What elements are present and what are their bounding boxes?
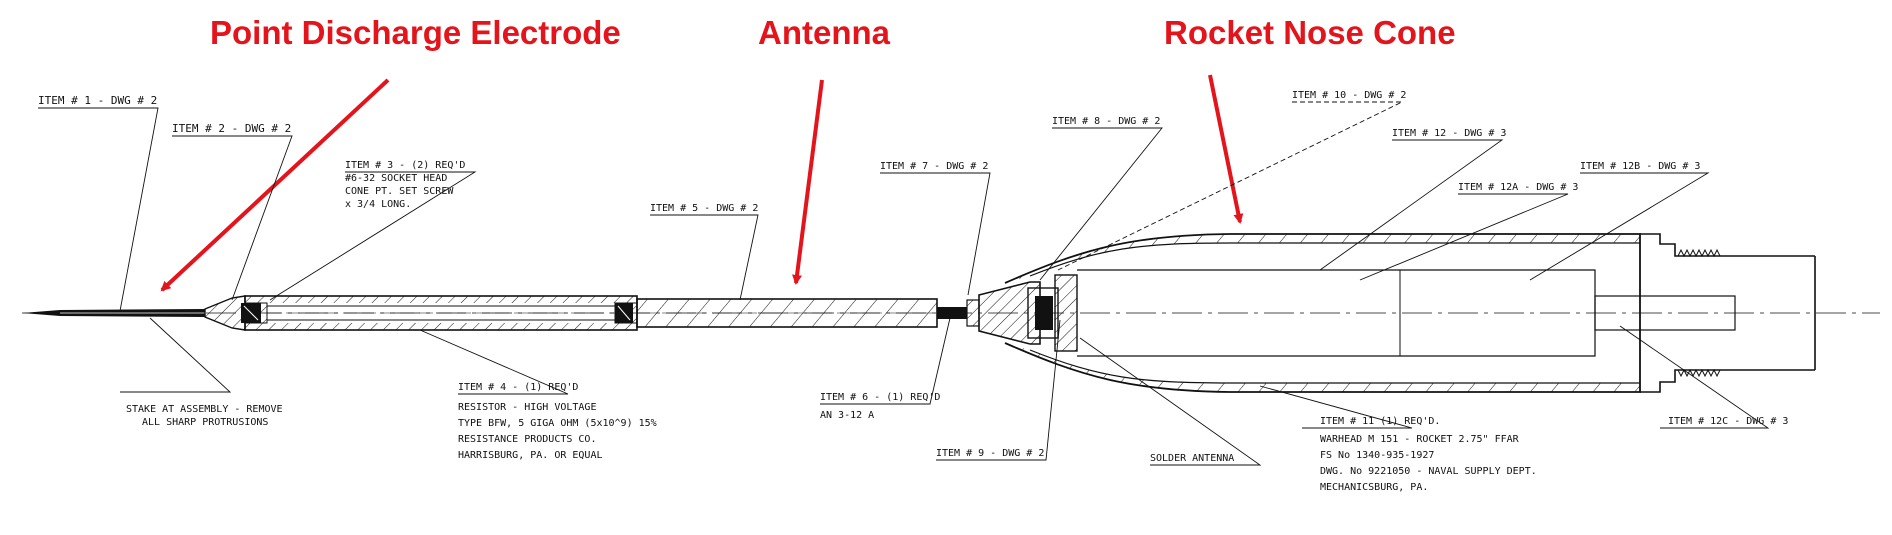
label-item5: ITEM # 5 - DWG # 2 xyxy=(650,203,758,214)
warhead-cavity xyxy=(1077,269,1736,357)
set-screws xyxy=(241,303,633,323)
callout-rocket-nose-cone: Rocket Nose Cone xyxy=(1164,14,1456,51)
label-item4-line1: ITEM # 4 - (1) REQ'D xyxy=(458,382,578,393)
label-item12: ITEM # 12 - DWG # 3 xyxy=(1392,128,1506,139)
label-item1: ITEM # 1 - DWG # 2 xyxy=(38,94,157,107)
label-item11-line1: ITEM # 11 (1) REQ'D. xyxy=(1320,416,1440,427)
label-stake-line2: ALL SHARP PROTRUSIONS xyxy=(142,417,268,428)
label-item11-line4: DWG. No 9221050 - NAVAL SUPPLY DEPT. xyxy=(1320,466,1537,477)
label-item12c: ITEM # 12C - DWG # 3 xyxy=(1668,416,1788,427)
label-item2: ITEM # 2 - DWG # 2 xyxy=(172,122,291,135)
label-item3-line4: x 3/4 LONG. xyxy=(345,199,411,210)
arrow-nose-cone xyxy=(1208,74,1244,224)
label-item6-line2: AN 3-12 A xyxy=(820,410,874,421)
leader-lines xyxy=(38,101,1770,466)
label-item12a: ITEM # 12A - DWG # 3 xyxy=(1458,182,1578,193)
label-item3-line1: ITEM # 3 - (2) REQ'D xyxy=(345,160,465,171)
arrow-antenna xyxy=(792,79,824,285)
label-item12b: ITEM # 12B - DWG # 3 xyxy=(1580,161,1700,172)
label-item7: ITEM # 7 - DWG # 2 xyxy=(880,161,988,172)
label-solder: SOLDER ANTENNA xyxy=(1150,453,1234,464)
label-item11-line3: FS No 1340-935-1927 xyxy=(1320,450,1434,461)
label-item4-line2: RESISTOR - HIGH VOLTAGE xyxy=(458,402,596,413)
warhead-rear xyxy=(1640,233,1816,393)
label-item9: ITEM # 9 - DWG # 2 xyxy=(936,448,1044,459)
label-item3-line2: #6-32 SOCKET HEAD xyxy=(345,173,447,184)
label-stake-line1: STAKE AT ASSEMBLY - REMOVE xyxy=(126,404,283,415)
label-item10: ITEM # 10 - DWG # 2 xyxy=(1292,90,1406,101)
callout-antenna: Antenna xyxy=(758,14,890,51)
electrode-tip xyxy=(22,309,205,317)
label-item4-line5: HARRISBURG, PA. OR EQUAL xyxy=(458,450,603,461)
label-item11-line5: MECHANICSBURG, PA. xyxy=(1320,482,1428,493)
label-item11-line2: WARHEAD M 151 - ROCKET 2.75" FFAR xyxy=(1320,434,1520,445)
antenna-rod xyxy=(636,298,938,328)
callout-arrows xyxy=(160,74,1244,292)
label-item8: ITEM # 8 - DWG # 2 xyxy=(1052,116,1160,127)
label-item4-line4: RESISTANCE PRODUCTS CO. xyxy=(458,434,596,445)
label-item6-line1: ITEM # 6 - (1) REQ'D xyxy=(820,392,940,403)
arrow-point-discharge xyxy=(160,78,390,292)
nose-cone-adapter xyxy=(978,274,1078,352)
label-item4-line3: TYPE BFW, 5 GIGA OHM (5x10^9) 15% xyxy=(458,418,657,429)
electrode-cone xyxy=(204,295,246,331)
antenna-connector xyxy=(937,299,980,327)
drawing-labels: ITEM # 1 - DWG # 2 ITEM # 2 - DWG # 2 IT… xyxy=(38,90,1788,493)
warhead-shell xyxy=(1004,233,1641,393)
label-item3-line3: CONE PT. SET SCREW xyxy=(345,186,454,197)
callout-point-discharge-electrode: Point Discharge Electrode xyxy=(210,14,621,51)
